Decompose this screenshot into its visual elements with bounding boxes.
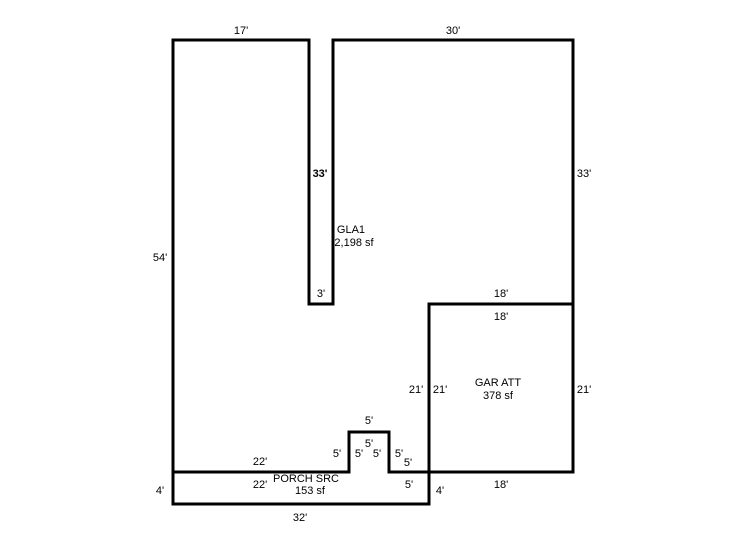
dim-porch-left: 4'	[156, 485, 164, 497]
dim-garage-bottom: 18'	[494, 479, 508, 491]
dim-bump-right-lower: 5'	[404, 457, 412, 469]
dim-porch-right: 4'	[436, 485, 444, 497]
dim-bump-right-inner: 5'	[373, 448, 381, 460]
dim-top-right: 30'	[446, 25, 460, 37]
porch-size: 153 sf	[295, 485, 326, 497]
porch-outline	[171, 470, 431, 506]
dim-bump-right-outer: 5'	[395, 448, 403, 460]
dim-bump-left-inner: 5'	[355, 448, 363, 460]
garage-size: 378 sf	[483, 390, 514, 402]
dim-bump-top: 5'	[365, 415, 373, 427]
gla1-size: 2,198 sf	[334, 237, 374, 249]
dim-porch-bottom: 32'	[293, 512, 307, 524]
dim-garage-top-inner: 18'	[494, 311, 508, 323]
porch-name: PORCH SRC	[273, 473, 339, 485]
dim-bump-top-inner: 5'	[365, 438, 373, 450]
gla1-name: GLA1	[337, 224, 365, 236]
dim-notch-bottom: 3'	[317, 288, 325, 300]
dim-garage-right: 21'	[577, 384, 591, 396]
dim-garage-top-outer: 18'	[494, 288, 508, 300]
dim-porch-top-lower: 22'	[253, 479, 267, 491]
garage-name: GAR ATT	[475, 377, 522, 389]
dim-porch-right-below: 5'	[405, 479, 413, 491]
dim-bump-left-outer: 5'	[333, 448, 341, 460]
dim-garage-left-outer: 21'	[409, 384, 423, 396]
dim-top-left: 17'	[234, 25, 248, 37]
dim-garage-left-inner: 21'	[433, 384, 447, 396]
gla1-outline	[171, 38, 575, 474]
dim-notch-inner: 33'	[313, 168, 328, 180]
dim-left-side: 54'	[153, 252, 167, 264]
dim-right-upper: 33'	[577, 168, 591, 180]
garage-outline	[427, 302, 575, 474]
dim-porch-top-upper: 22'	[253, 456, 267, 468]
